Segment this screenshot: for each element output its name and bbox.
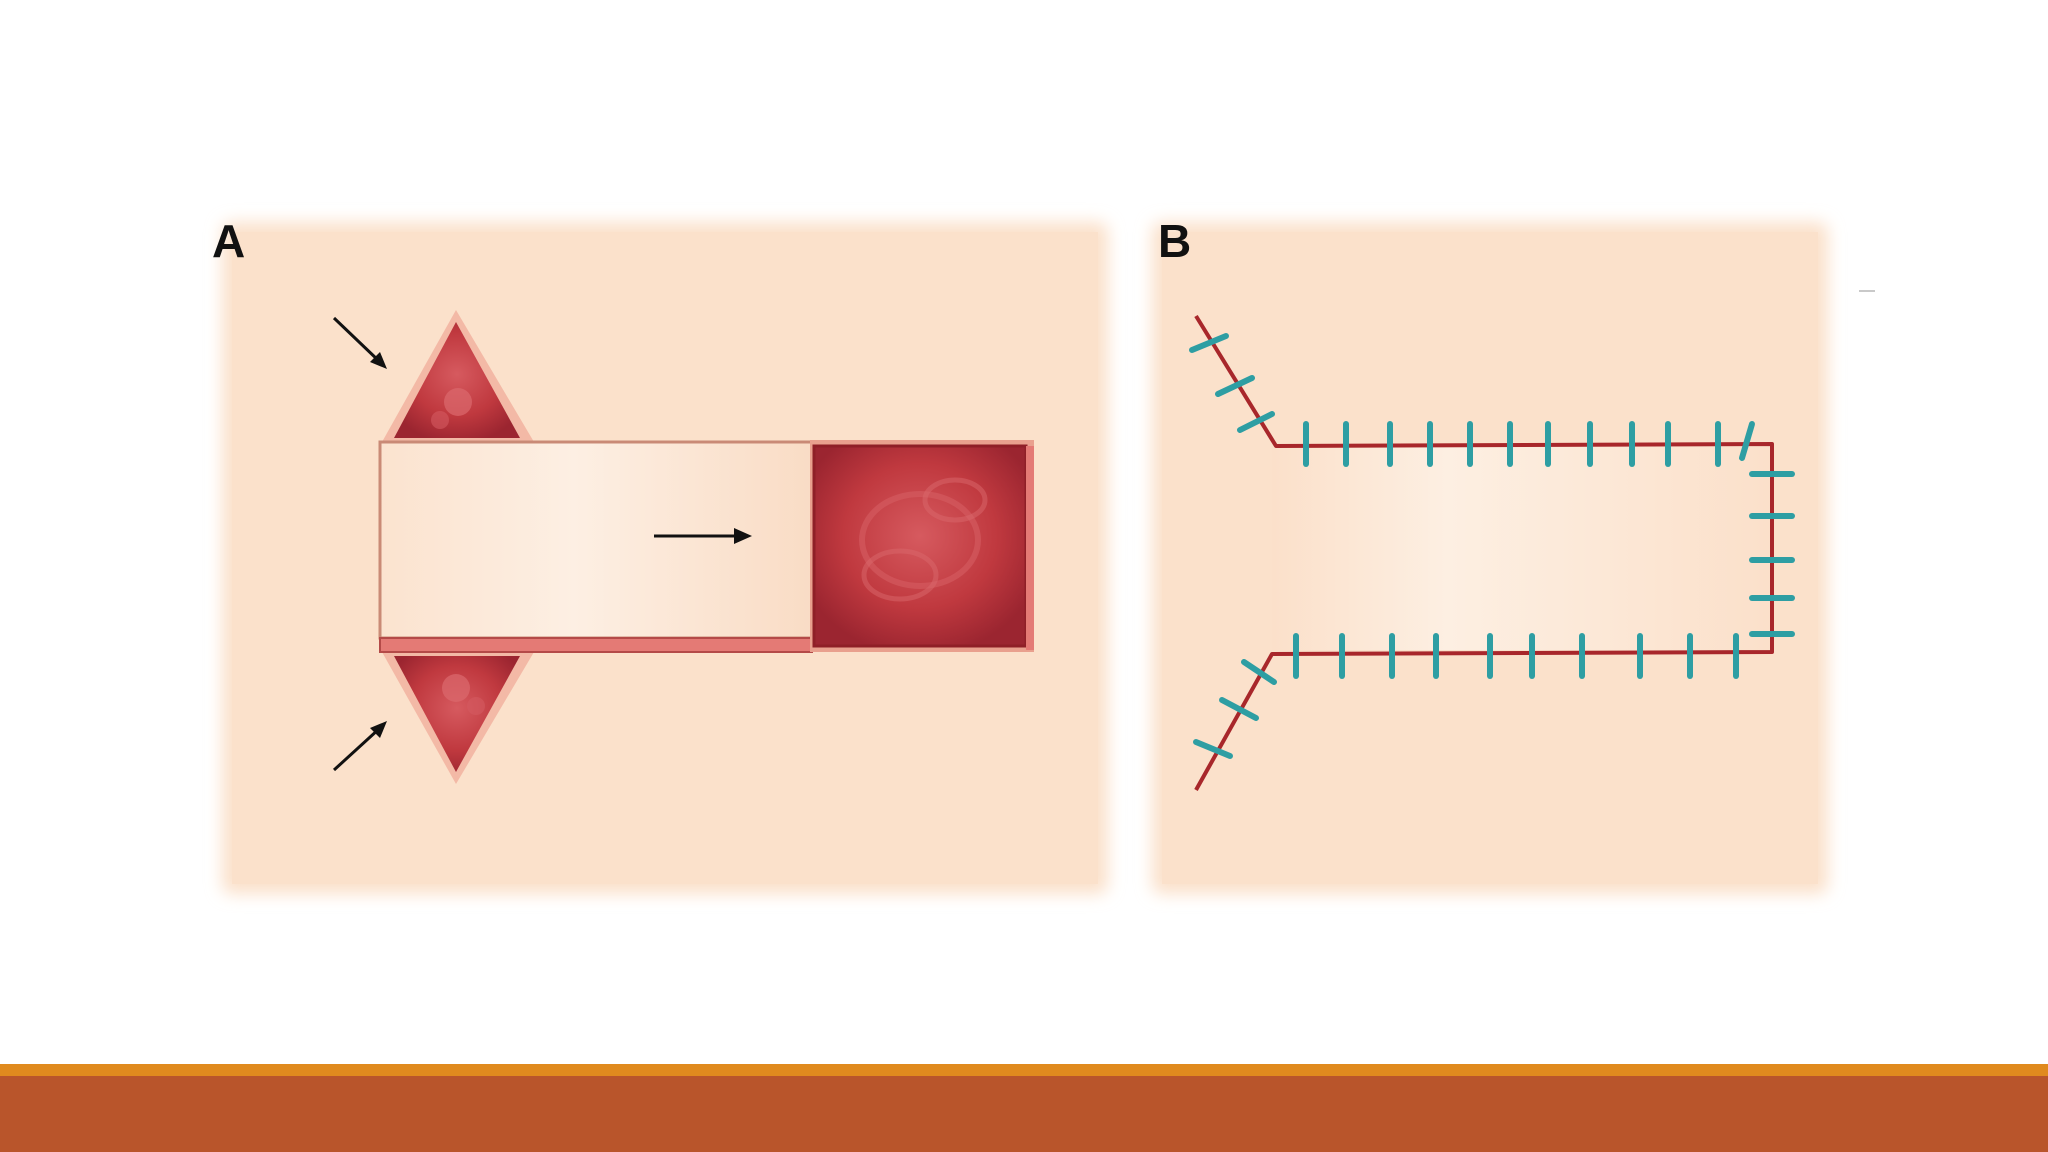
incision-line (1194, 314, 1774, 791)
suture-stitch-icon (1189, 333, 1795, 759)
lower-triangle-excision (382, 652, 534, 784)
panel-label-b: B (1158, 215, 1192, 267)
footer-bar (0, 1076, 2048, 1152)
closed-flap-area (1272, 446, 1772, 650)
footer-accent-stripe (0, 1064, 2048, 1076)
panel-label-a: A (212, 215, 246, 267)
arrow-icon (332, 316, 387, 369)
upper-triangle-excision (382, 310, 534, 442)
arrow-icon (654, 528, 752, 544)
slide-divider-mark (1859, 290, 1875, 292)
square-defect (810, 440, 1034, 652)
advancement-flap (378, 440, 814, 653)
arrow-icon (332, 721, 387, 772)
